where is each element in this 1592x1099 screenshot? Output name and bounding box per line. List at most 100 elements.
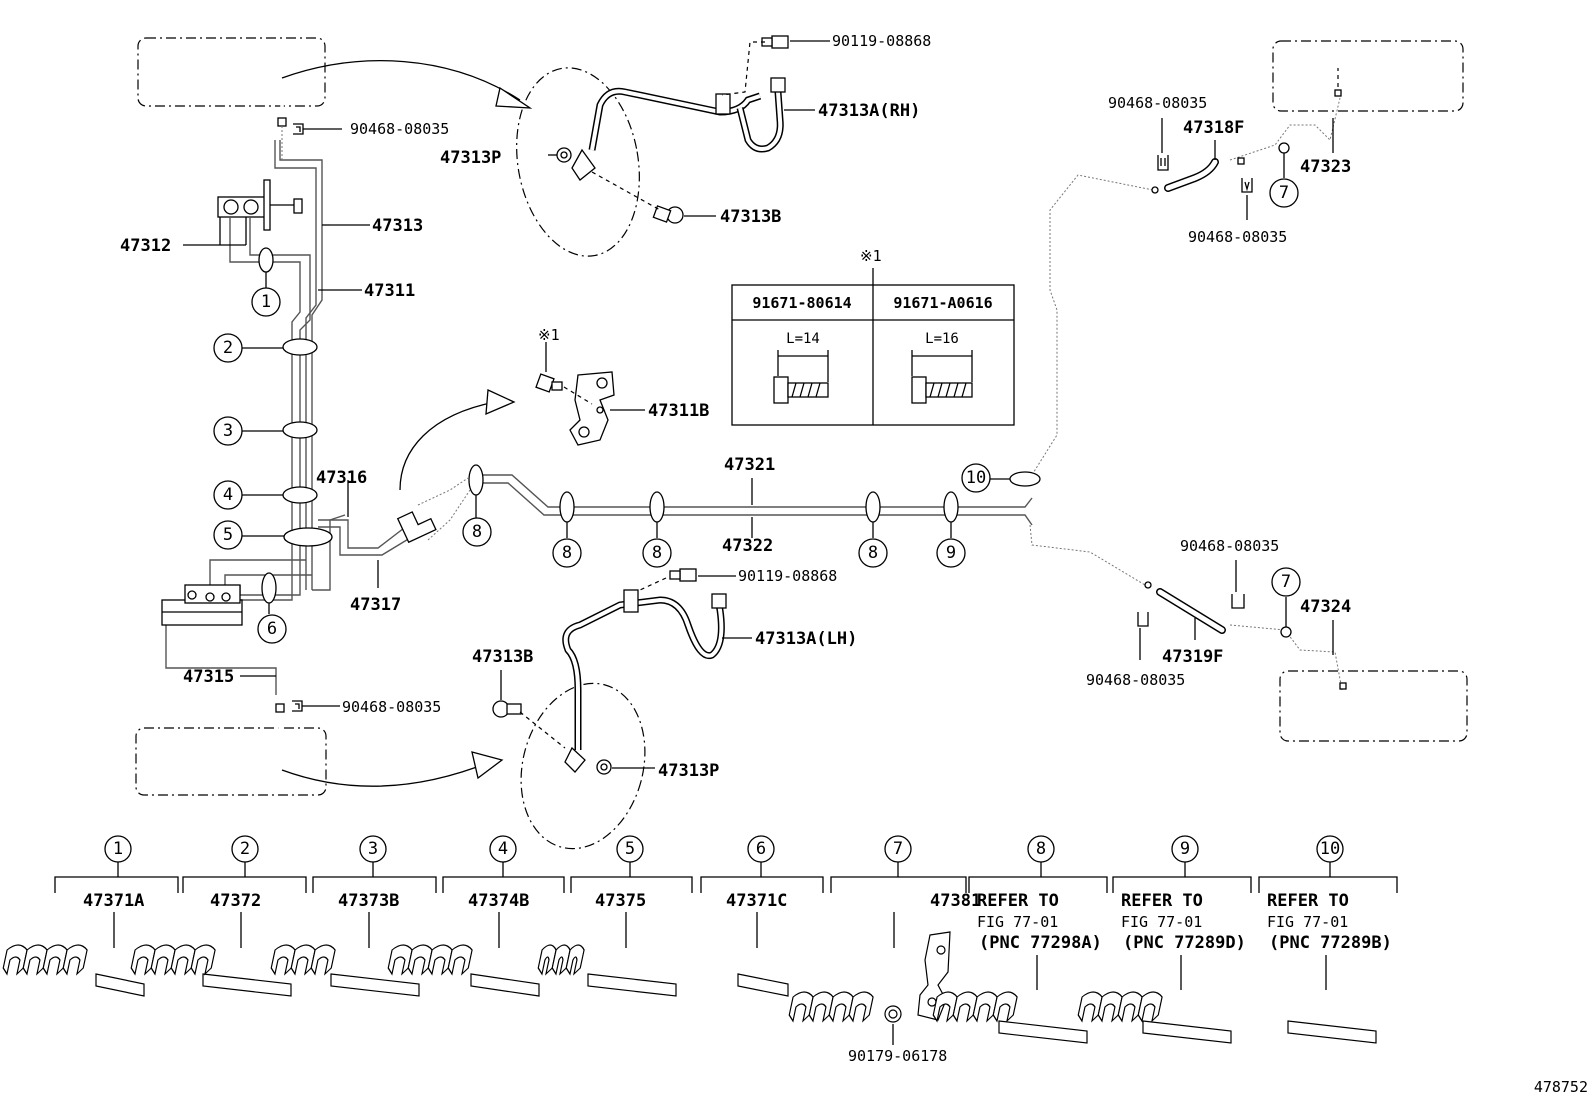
callout-10: 10 (961, 463, 991, 493)
legend-number: 9 (1180, 839, 1190, 859)
label-47311B: 47311B (648, 401, 709, 421)
legend-item-5: 5 47375 (387, 835, 693, 997)
legend-extra-part: 90179-06178 (848, 1047, 947, 1065)
svg-text:3: 3 (223, 421, 233, 441)
svg-text:6: 6 (267, 619, 277, 639)
bolt-47313B-bot (492, 700, 522, 718)
bolt-90119-top (761, 35, 789, 49)
brake-hose-lh (562, 589, 727, 775)
hose-47318F (1151, 157, 1245, 194)
legend-refer-line-3: (PNC 77289D) (1123, 933, 1246, 953)
legend-part-number: 47371A (83, 891, 144, 911)
legend-refer-line-2: FIG 77-01 (1121, 913, 1202, 931)
legend-refer-line-1: REFER TO (1267, 891, 1349, 911)
legend-number: 7 (893, 839, 903, 859)
legend-number: 4 (498, 839, 508, 859)
clip-icon-tl (293, 123, 304, 135)
label-47311: 47311 (364, 281, 415, 301)
callout-8b: 8 (552, 538, 582, 568)
abs-actuator (161, 584, 243, 626)
legend-item-2: 2 47372 (2, 835, 307, 997)
label-47313A-lh: 47313A(LH) (755, 629, 857, 649)
clip-icon-tr-b (1241, 178, 1253, 193)
label-47324: 47324 (1300, 597, 1351, 617)
label-90119-08868-top: 90119-08868 (832, 32, 931, 50)
clamp-drawing (537, 944, 789, 997)
legend-number: 10 (1320, 839, 1340, 859)
label-47313P-top: 47313P (440, 148, 501, 168)
legend-number: 2 (240, 839, 250, 859)
label-47322: 47322 (722, 536, 773, 556)
label-47319F: 47319F (1162, 647, 1223, 667)
clip-icon-mr-a (1231, 594, 1245, 609)
label-47317: 47317 (350, 595, 401, 615)
clamp-2 (282, 338, 318, 356)
label-47312: 47312 (120, 236, 171, 256)
legend-item-7: 7 47381 90179-06178 (830, 835, 981, 1065)
clamp-legend: 147371A247372347373B447374B547375647371C… (2, 835, 1398, 1065)
legend-part-number: 47375 (595, 891, 646, 911)
pipe-joint (396, 511, 437, 544)
clamp-drawing (2, 944, 292, 997)
hose-47319F (1144, 581, 1226, 634)
legend-number: 5 (625, 839, 635, 859)
clamp-9 (943, 491, 959, 523)
svg-text:8: 8 (652, 543, 662, 563)
detail-ellipse-bottom (520, 682, 646, 850)
label-90468-08035-mr-b: 90468-08035 (1086, 671, 1185, 689)
legend-refer-line-2: FIG 77-01 (1267, 913, 1348, 931)
figure-number: 478752 (1534, 1078, 1588, 1096)
legend-part-number: 47373B (338, 891, 399, 911)
legend-part-number: 47372 (210, 891, 261, 911)
wheel-area-rear-right (1279, 670, 1468, 742)
callout-7a: 7 (1269, 178, 1299, 208)
svg-text:7: 7 (1281, 572, 1291, 592)
detail-ellipse-top (516, 67, 640, 257)
label-47313P-bot: 47313P (658, 761, 719, 781)
table-col1-length: L=14 (786, 331, 820, 347)
left-front-hose (228, 91, 283, 118)
legend-refer-line-2: FIG 77-01 (977, 913, 1058, 931)
clamp-1 (258, 247, 274, 273)
callout-8d: 8 (858, 538, 888, 568)
label-47321: 47321 (724, 455, 775, 475)
svg-text:2: 2 (223, 338, 233, 358)
bolt-47313B-top (652, 205, 684, 224)
clamp-4 (282, 486, 318, 504)
arrow-top-left (281, 60, 533, 109)
note-1-bolt: ※1 (538, 326, 560, 344)
callout-8a: 8 (462, 517, 492, 547)
clamp-5 (283, 527, 333, 547)
svg-text:8: 8 (562, 543, 572, 563)
label-47313B-top: 47313B (720, 207, 781, 227)
callout-6: 6 (257, 614, 287, 644)
wheel-area-rear-left (135, 727, 327, 796)
label-47316: 47316 (316, 468, 367, 488)
legend-part-number: 47381 (930, 891, 981, 911)
label-90468-08035-mr-a: 90468-08035 (1180, 537, 1279, 555)
clamp-8c (649, 491, 665, 523)
table-col2-part: 91671-A0616 (893, 294, 992, 312)
label-47313B-bot: 47313B (472, 647, 533, 667)
legend-refer-line-1: REFER TO (1121, 891, 1203, 911)
master-cylinder (217, 179, 303, 231)
svg-text:7: 7 (1279, 183, 1289, 203)
svg-text:5: 5 (223, 525, 233, 545)
svg-text:10: 10 (966, 468, 986, 488)
callout-3: 3 (213, 416, 243, 446)
label-90468-08035-tl: 90468-08035 (350, 120, 449, 138)
legend-number: 1 (113, 839, 123, 859)
callout-2: 2 (213, 333, 243, 363)
table-col2-length: L=16 (925, 331, 959, 347)
clamp-drawing (270, 944, 540, 997)
callout-9: 9 (936, 538, 966, 568)
clamp-6 (261, 572, 277, 604)
legend-part-number: 47371C (726, 891, 787, 911)
clip-icon-bl (292, 700, 303, 712)
arrow-mid (399, 389, 516, 491)
label-47323: 47323 (1300, 157, 1351, 177)
label-90468-08035-bl: 90468-08035 (342, 698, 441, 716)
bracket-47381-drawing (884, 931, 951, 1045)
